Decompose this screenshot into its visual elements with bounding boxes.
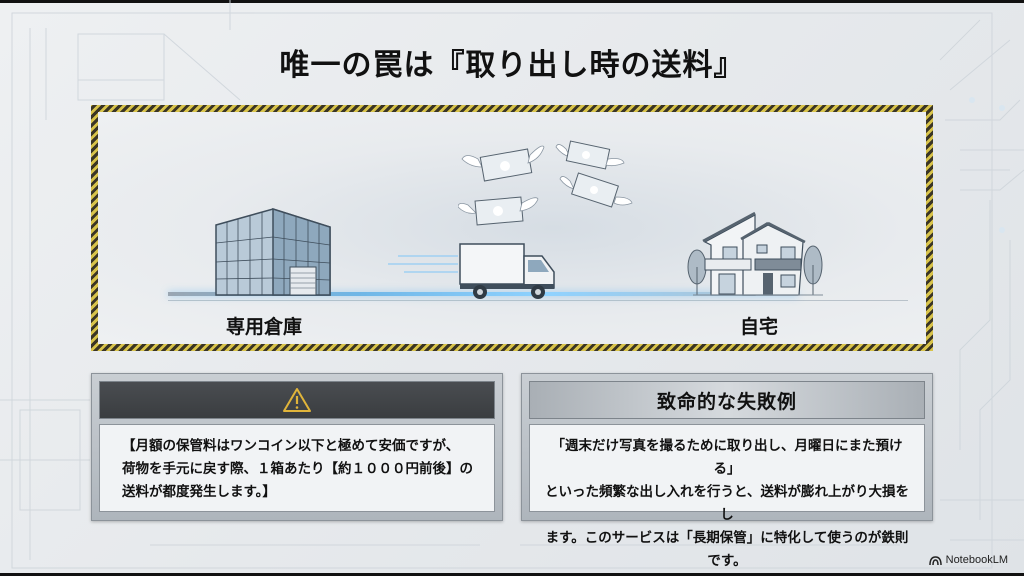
warehouse-label: 専用倉庫 xyxy=(226,316,303,338)
warning-line: 荷物を手元に戻す際、１箱あたり【約１０００円前後】の xyxy=(122,461,473,477)
slide-title: 唯一の罠は『取り出し時の送料』 xyxy=(279,48,745,83)
failure-panel-title: 致命的な失敗例 xyxy=(656,390,797,413)
warning-line: 送料が都度発生します。】 xyxy=(122,484,276,500)
warning-panel: 【月額の保管料はワンコイン以下と極めて安価ですが、 荷物を手元に戻す際、１箱あた… xyxy=(91,373,503,521)
shipping-illustration: 専用倉庫 自宅 xyxy=(98,112,926,344)
failure-panel-header: 致命的な失敗例 xyxy=(529,381,925,419)
ground-line xyxy=(168,300,908,301)
failure-line: 「週末だけ写真を撮るために取り出し、月曜日にまた預ける」 xyxy=(551,438,903,477)
brand-label: NotebookLM xyxy=(945,554,1008,566)
house-icon xyxy=(687,211,823,296)
winged-banknote-icon xyxy=(458,140,633,226)
notebooklm-branding: NotebookLM xyxy=(928,554,1008,566)
warning-panel-body: 【月額の保管料はワンコイン以下と極めて安価ですが、 荷物を手元に戻す際、１箱あた… xyxy=(99,424,495,512)
warning-panel-header xyxy=(99,381,495,419)
failure-panel-body: 「週末だけ写真を撮るために取り出し、月曜日にまた預ける」 といった頻繁な出し入れ… xyxy=(529,424,925,569)
failure-example-panel: 致命的な失敗例 「週末だけ写真を撮るために取り出し、月曜日にまた預ける」 といっ… xyxy=(521,373,933,569)
warning-triangle-icon xyxy=(283,388,311,412)
bottom-border xyxy=(0,573,1024,576)
notebooklm-logo-icon xyxy=(928,556,942,565)
hazard-striped-frame: 専用倉庫 自宅 xyxy=(91,105,933,351)
warehouse-building-icon xyxy=(215,207,331,296)
top-border xyxy=(0,0,1024,3)
failure-line: といった頻繁な出し入れを行うと、送料が膨れ上がり大損をし xyxy=(545,484,909,523)
speed-lines-icon xyxy=(388,255,458,273)
warning-line: 【月額の保管料はワンコイン以下と極めて安価ですが、 xyxy=(122,438,460,454)
failure-line: ます。このサービスは「長期保管」に特化して使うのが鉄則です。 xyxy=(545,530,909,569)
home-label: 自宅 xyxy=(740,316,779,338)
delivery-truck-icon xyxy=(459,243,555,299)
